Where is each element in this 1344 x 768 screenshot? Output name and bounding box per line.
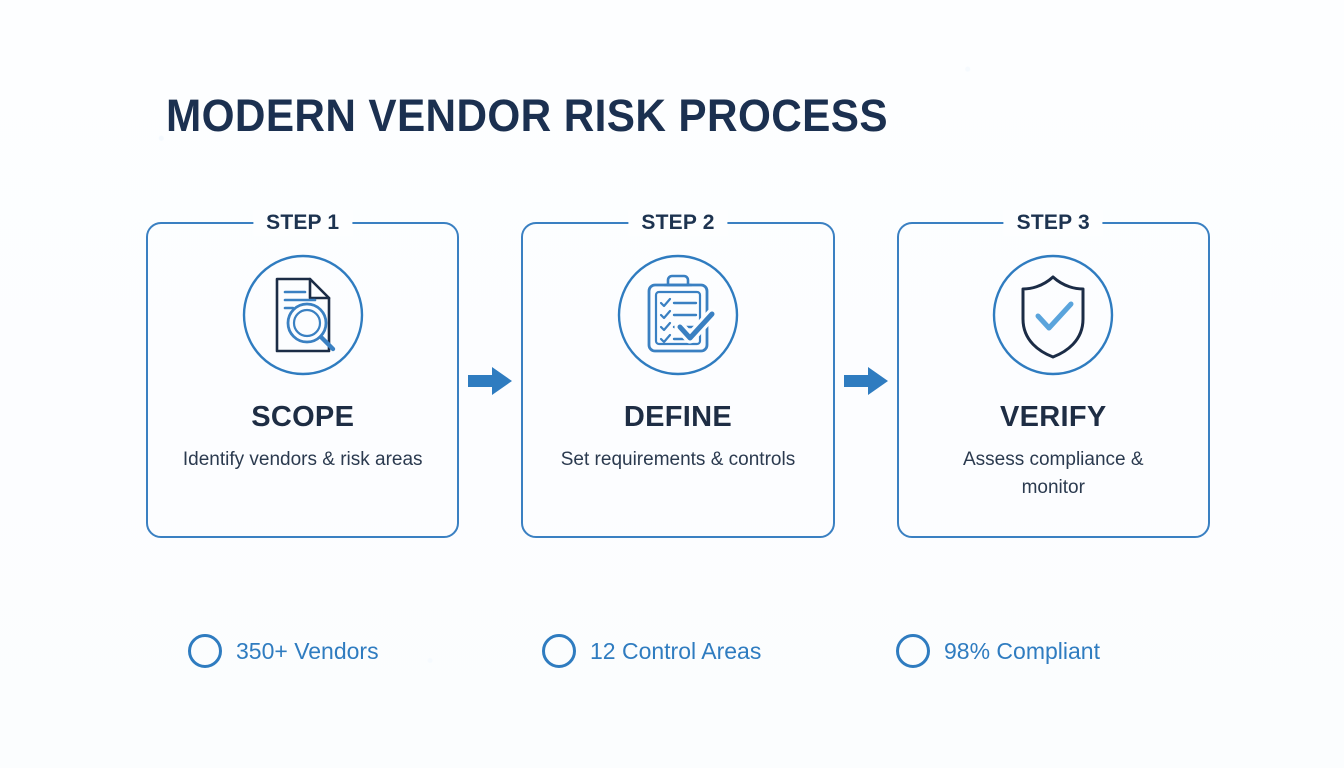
step-1-name: SCOPE: [251, 401, 355, 433]
stat-label-control-areas: 12 Control Areas: [590, 638, 762, 664]
process-steps-row: STEP 1 SCOPE Identify: [146, 210, 1210, 540]
arrow-right-icon: [843, 367, 888, 395]
circle-outline-icon: [542, 634, 576, 668]
connector-2: [835, 222, 897, 540]
stat-item-vendors: 350+ Vendors: [146, 634, 500, 668]
connector-1: [459, 222, 521, 540]
circle-outline-icon: [188, 634, 222, 668]
document-magnifier-icon: [241, 253, 365, 377]
step-card-2[interactable]: STEP 2: [521, 210, 835, 538]
step-2-label: STEP 2: [628, 210, 728, 236]
step-3-name: VERIFY: [999, 401, 1107, 433]
step-card-3[interactable]: STEP 3 VERIFY Assess compliance & monito…: [896, 210, 1210, 538]
stat-label-compliant: 98% Compliant: [944, 638, 1100, 664]
step-1-label: STEP 1: [253, 210, 353, 236]
stat-label-vendors: 350+ Vendors: [236, 638, 379, 664]
step-3-label: STEP 3: [1003, 210, 1103, 236]
stat-item-compliant: 98% Compliant: [854, 634, 1208, 668]
shield-check-icon: [991, 253, 1115, 377]
step-2-description: Set requirements & controls: [560, 449, 796, 470]
stats-row: 350+ Vendors 12 Control Areas 98% Compli…: [146, 622, 1210, 680]
step-1-description: Identify vendors & risk areas: [182, 449, 423, 470]
step-3-description: Assess compliance & monitor: [962, 449, 1144, 498]
step-card-1[interactable]: STEP 1 SCOPE Identify: [146, 210, 460, 538]
stat-item-control-areas: 12 Control Areas: [500, 634, 854, 668]
arrow-right-icon: [468, 367, 513, 395]
page-title: MODERN VENDOR RISK PROCESS: [166, 90, 888, 141]
step-2-name: DEFINE: [623, 401, 733, 433]
clipboard-checklist-icon: [616, 253, 740, 377]
circle-outline-icon: [896, 634, 930, 668]
